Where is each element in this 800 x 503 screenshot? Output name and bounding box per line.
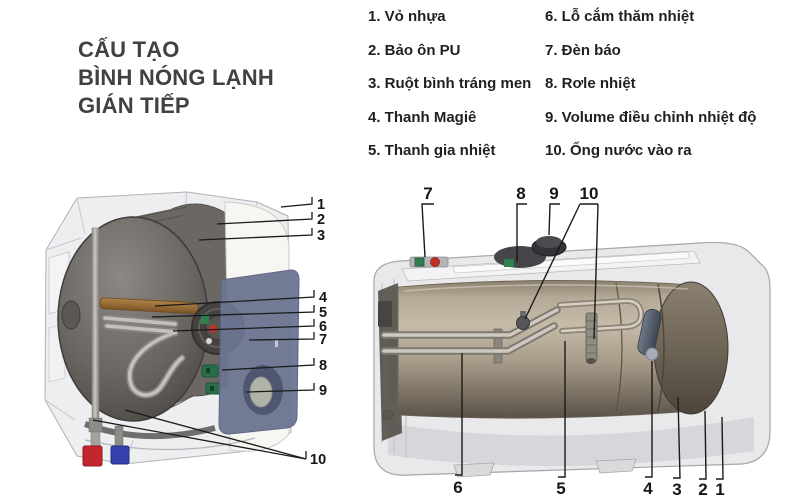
mounting-foot [595,458,637,474]
callout-numbers-right: 7 8 9 10 6 5 4 3 2 1 [423,184,724,499]
page-title: CẤU TẠO BÌNH NÓNG LẠNH GIÁN TIẾP [78,36,274,120]
legend-item-9: 9. Volume điều chỉnh nhiệt độ [545,108,757,126]
legend-item-10: 10. Ống nước vào ra [545,142,692,160]
callout-top-8: 8 [516,184,525,203]
callout-left-9: 9 [319,383,327,399]
legend-item-5: 5. Thanh gia nhiệt [368,142,496,160]
magnesium-rod [99,297,199,314]
legend-item-7: 7. Đèn báo [545,41,621,59]
tank-end-cap [653,281,729,415]
callout-top-10: 10 [580,184,599,203]
callout-left-7: 7 [319,332,327,348]
top-recess [452,251,691,274]
indicator-light [409,256,449,268]
callout-numbers-left: 1 2 3 4 5 6 7 8 9 10 [310,197,327,468]
thermometer-plug [516,311,530,330]
title-line-3: GIÁN TIẾP [78,93,190,118]
mounting-foot [453,462,495,478]
callout-top-9: 9 [549,184,558,203]
heating-element [101,314,186,399]
callout-bottom-3: 3 [672,480,681,499]
legend-item-4: 4. Thanh Magiê [368,108,477,126]
diagram-horizontal-cutaway: 7 8 9 10 6 5 4 3 2 1 [373,184,771,499]
callout-left-3: 3 [317,228,325,244]
magnesium-rod [637,308,662,361]
red-lamp [430,257,440,267]
legend-item-8: 8. Rơle nhiệt [545,75,636,93]
legend-column-1: 1. Vỏ nhựa 2. Bảo ôn PU 3. Ruột bình trá… [368,0,531,168]
legend-item-6: 6. Lỗ cắm thăm nhiệt [545,8,695,25]
callout-lines-right [421,203,724,480]
tank-port-oval [61,300,81,330]
thermal-relay [201,364,222,395]
callout-bottom-1: 1 [715,480,724,499]
callout-left-6: 6 [319,319,327,335]
callout-bottom-6: 6 [453,478,462,497]
callout-left-4: 4 [319,290,327,306]
legend-item-3: 3. Ruột bình tráng men [368,75,532,93]
callout-bottom-2: 2 [698,480,707,499]
diagram-vertical-cutaway: 1 2 3 4 5 6 7 8 9 10 [44,191,327,468]
water-pipe [585,312,598,364]
heating-element [380,297,645,364]
control-panel [218,269,300,435]
legend-item-2: 2. Bảo ôn PU [368,41,461,59]
thermostat-green-part [201,314,209,324]
callout-left-5: 5 [319,305,327,321]
panel-marker [275,340,278,347]
enamel-tank [378,280,729,441]
callout-left-10: 10 [310,452,326,468]
title-line-1: CẤU TẠO [78,37,180,62]
legend-column-2: 6. Lỗ cắm thăm nhiệt 7. Đèn báo 8. Rơle … [545,0,756,168]
legend-item-1: 1. Vỏ nhựa [368,8,446,25]
callout-left-2: 2 [317,212,325,228]
cold-water-fitting [110,445,130,465]
callout-bottom-5: 5 [556,479,565,498]
callout-lines-left [92,197,315,460]
callout-left-1: 1 [317,197,325,213]
callout-top-7: 7 [423,184,432,203]
hot-water-fitting [82,445,103,467]
callout-bottom-4: 4 [643,479,653,498]
callout-left-8: 8 [319,358,327,374]
title-line-2: BÌNH NÓNG LẠNH [78,65,274,90]
green-lamp [414,257,425,267]
